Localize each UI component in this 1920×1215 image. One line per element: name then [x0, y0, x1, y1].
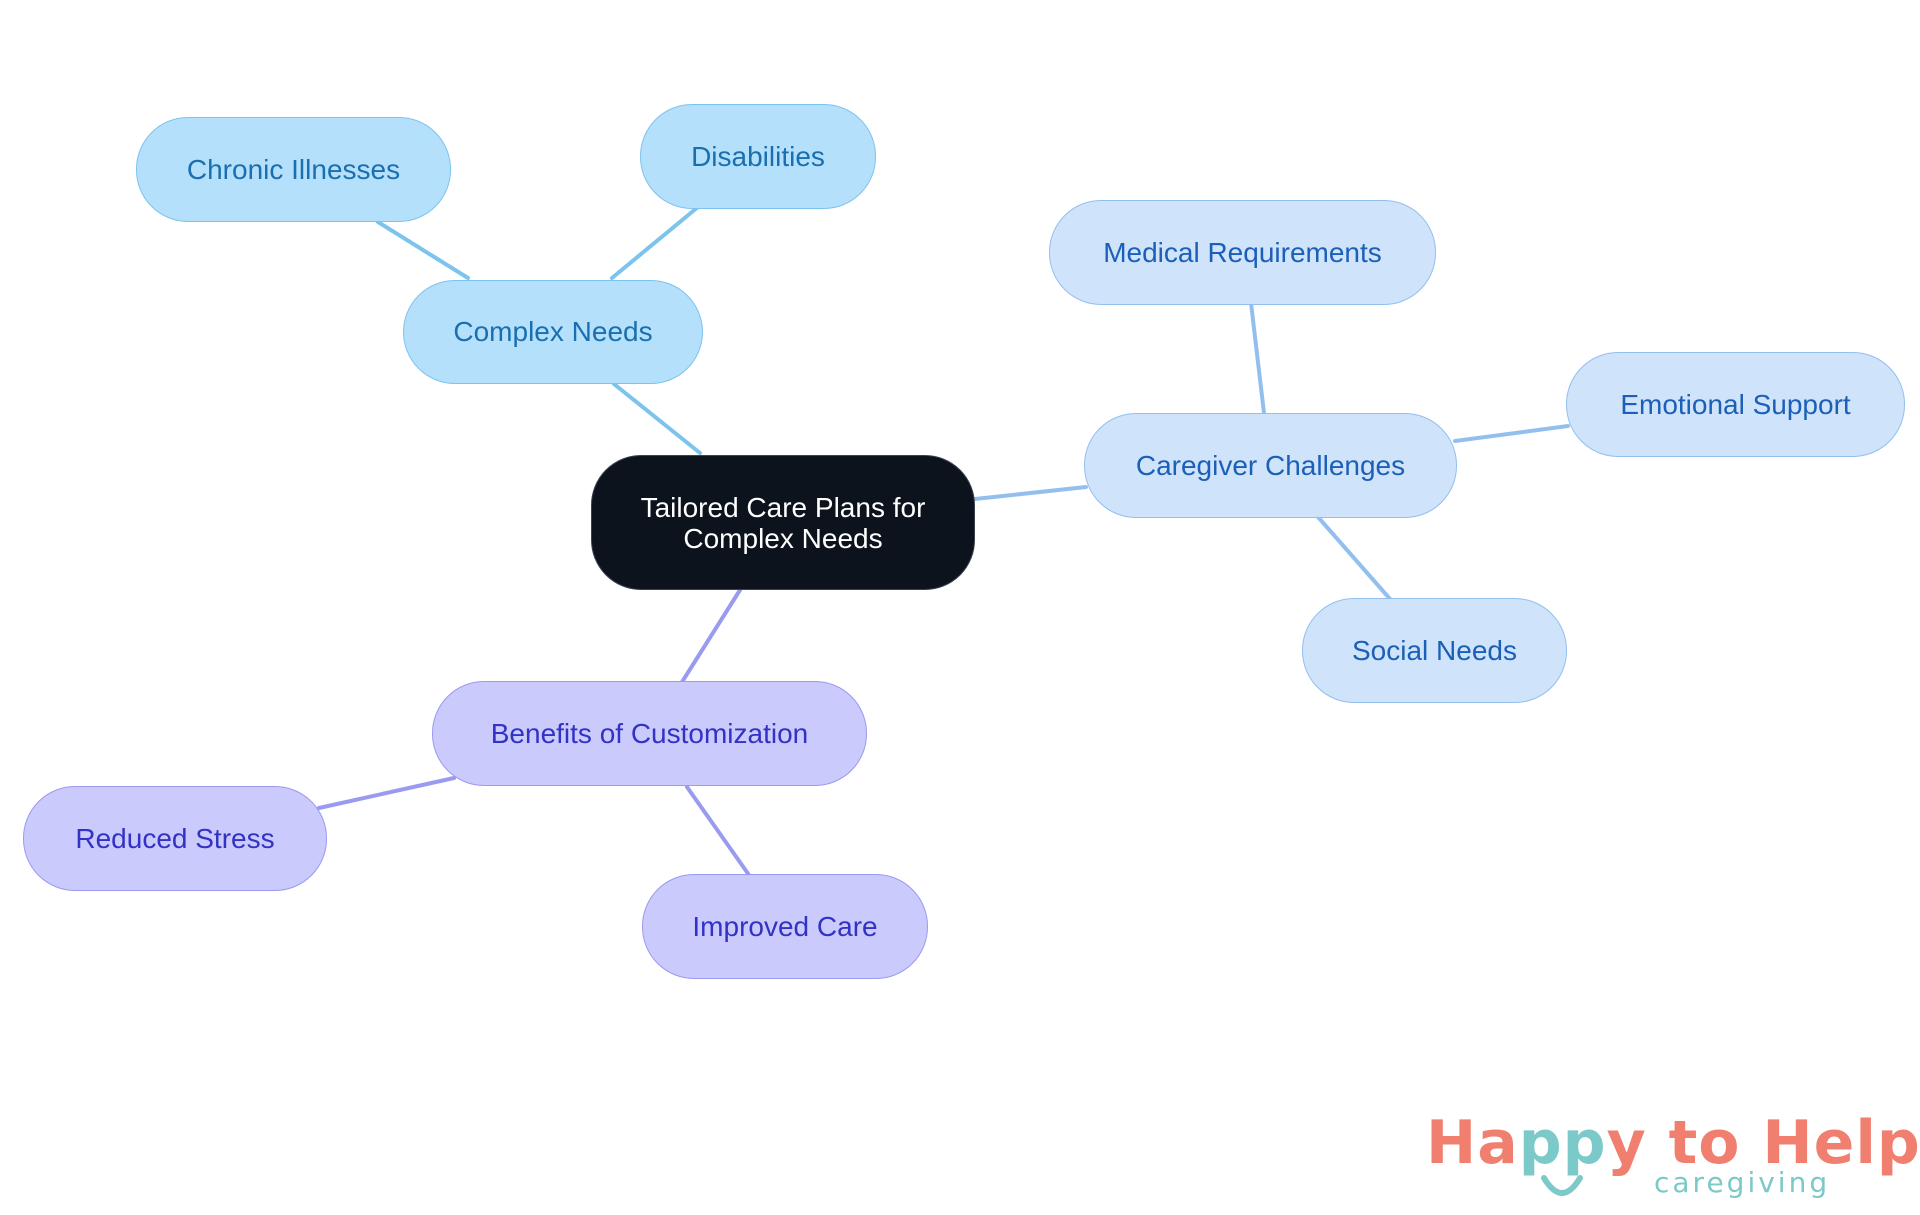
edge-benefits-reduced-stress — [317, 776, 456, 810]
edge-caregiver-medical-requirements — [1249, 301, 1266, 415]
edge-root-complex-needs — [612, 382, 702, 455]
node-chronic-illnesses-label: Chronic Illnesses — [186, 153, 401, 185]
node-benefits-of-customization[interactable]: Benefits of Customization — [432, 681, 867, 786]
node-complex-needs[interactable]: Complex Needs — [403, 280, 703, 384]
logo-word-start: Ha — [1426, 1108, 1519, 1178]
node-reduced-stress[interactable]: Reduced Stress — [23, 786, 327, 891]
root-node[interactable]: Tailored Care Plans for Complex Needs — [591, 455, 975, 590]
node-medical-requirements[interactable]: Medical Requirements — [1049, 200, 1436, 305]
smile-icon — [1541, 1175, 1583, 1196]
root-node-label: Tailored Care Plans for Complex Needs — [640, 491, 926, 554]
logo-subtitle: caregiving — [1654, 1166, 1831, 1199]
node-improved-care[interactable]: Improved Care — [642, 874, 928, 979]
node-disabilities-label: Disabilities — [691, 140, 825, 172]
logo-wordmark: Happy to Help — [1426, 1108, 1920, 1178]
node-emotional-support-label: Emotional Support — [1620, 388, 1851, 420]
node-emotional-support[interactable]: Emotional Support — [1566, 352, 1905, 457]
node-reduced-stress-label: Reduced Stress — [75, 822, 275, 854]
edge-caregiver-emotional-support — [1453, 424, 1570, 443]
node-chronic-illnesses[interactable]: Chronic Illnesses — [136, 117, 451, 222]
logo-word-y: y — [1606, 1108, 1647, 1178]
node-complex-needs-label: Complex Needs — [453, 316, 653, 347]
logo-word-teal: pp — [1518, 1108, 1607, 1178]
node-disabilities[interactable]: Disabilities — [640, 104, 876, 209]
edge-root-benefits — [680, 588, 742, 684]
edge-complex-needs-disabilities — [610, 205, 700, 280]
edge-caregiver-social-needs — [1316, 515, 1392, 601]
edge-benefits-improved-care — [685, 785, 751, 877]
node-improved-care-label: Improved Care — [692, 910, 878, 942]
node-caregiver-challenges[interactable]: Caregiver Challenges — [1084, 413, 1457, 518]
node-caregiver-challenges-label: Caregiver Challenges — [1135, 449, 1406, 481]
node-benefits-of-customization-label: Benefits of Customization — [490, 717, 809, 749]
happy-to-help-logo: Happy to Help caregiving — [1426, 1108, 1920, 1208]
node-medical-requirements-label: Medical Requirements — [1103, 236, 1382, 268]
edge-complex-needs-chronic-illnesses — [376, 220, 470, 280]
logo-word-rest: to Help — [1646, 1108, 1920, 1178]
node-social-needs[interactable]: Social Needs — [1302, 598, 1567, 703]
edge-root-caregiver-challenges — [973, 485, 1088, 501]
node-social-needs-label: Social Needs — [1352, 634, 1517, 666]
